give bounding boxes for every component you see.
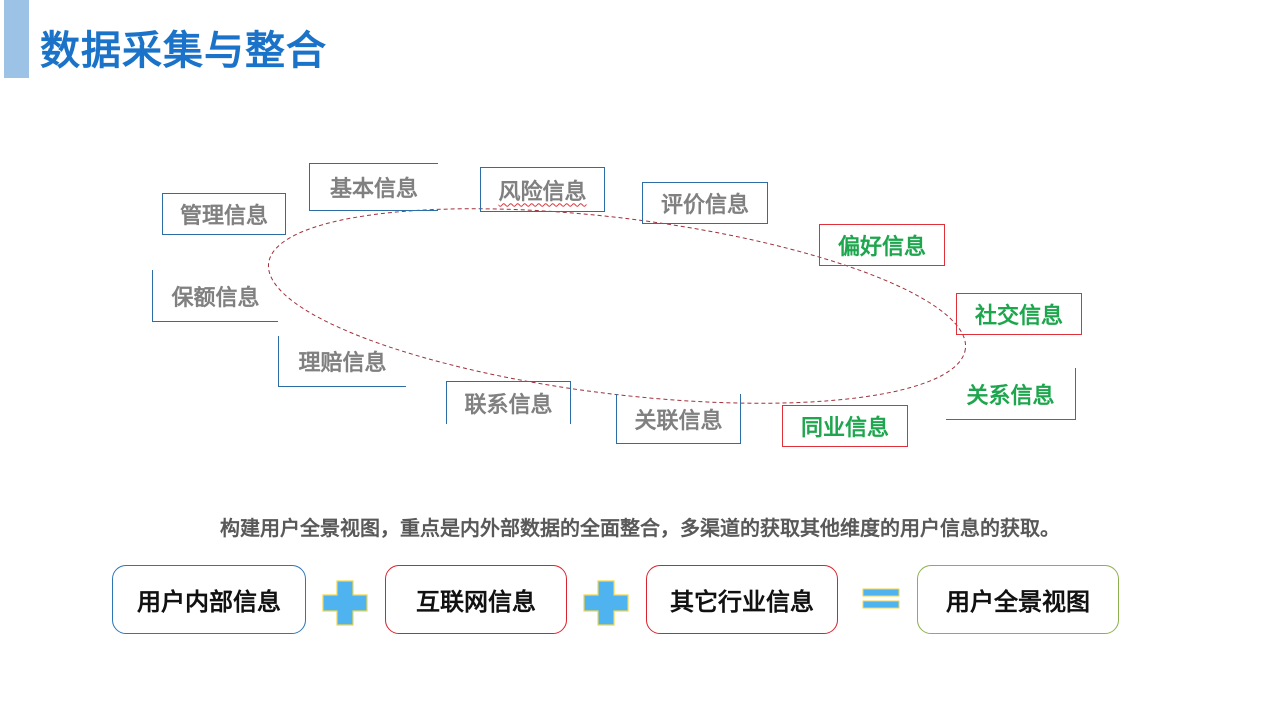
tag-evaluation-info: 评价信息: [642, 182, 768, 224]
tag-contact-info: 联系信息: [446, 381, 571, 424]
page-title: 数据采集与整合: [40, 28, 327, 74]
other-industry-info-box: 其它行业信息: [646, 565, 838, 634]
tag-risk-info: 风险信息: [480, 167, 605, 212]
tag-relationship-info: 关系信息: [946, 368, 1076, 420]
tag-preference-info: 偏好信息: [819, 224, 945, 266]
summary-text: 构建用户全景视图，重点是内外部数据的全面整合，多渠道的获取其他维度的用户信息的获…: [220, 516, 1060, 540]
equals-icon: [862, 588, 900, 609]
tag-basic-info: 基本信息: [309, 163, 438, 211]
internet-info-box: 互联网信息: [385, 565, 567, 634]
user-panoramic-view-box: 用户全景视图: [917, 565, 1119, 634]
internal-info-box: 用户内部信息: [112, 565, 306, 634]
title-accent-bar: [4, 0, 29, 78]
tag-coverage-info: 保额信息: [152, 270, 278, 322]
tag-risk-info-label: 风险信息: [498, 179, 587, 205]
tag-peer-info: 同业信息: [782, 405, 908, 447]
plus-icon: [322, 580, 368, 626]
tag-association-info: 关联信息: [616, 394, 741, 444]
plus-icon: [583, 580, 629, 626]
tag-claims-info: 理赔信息: [278, 336, 406, 387]
tag-social-info: 社交信息: [956, 293, 1082, 335]
tag-management-info: 管理信息: [162, 193, 286, 235]
